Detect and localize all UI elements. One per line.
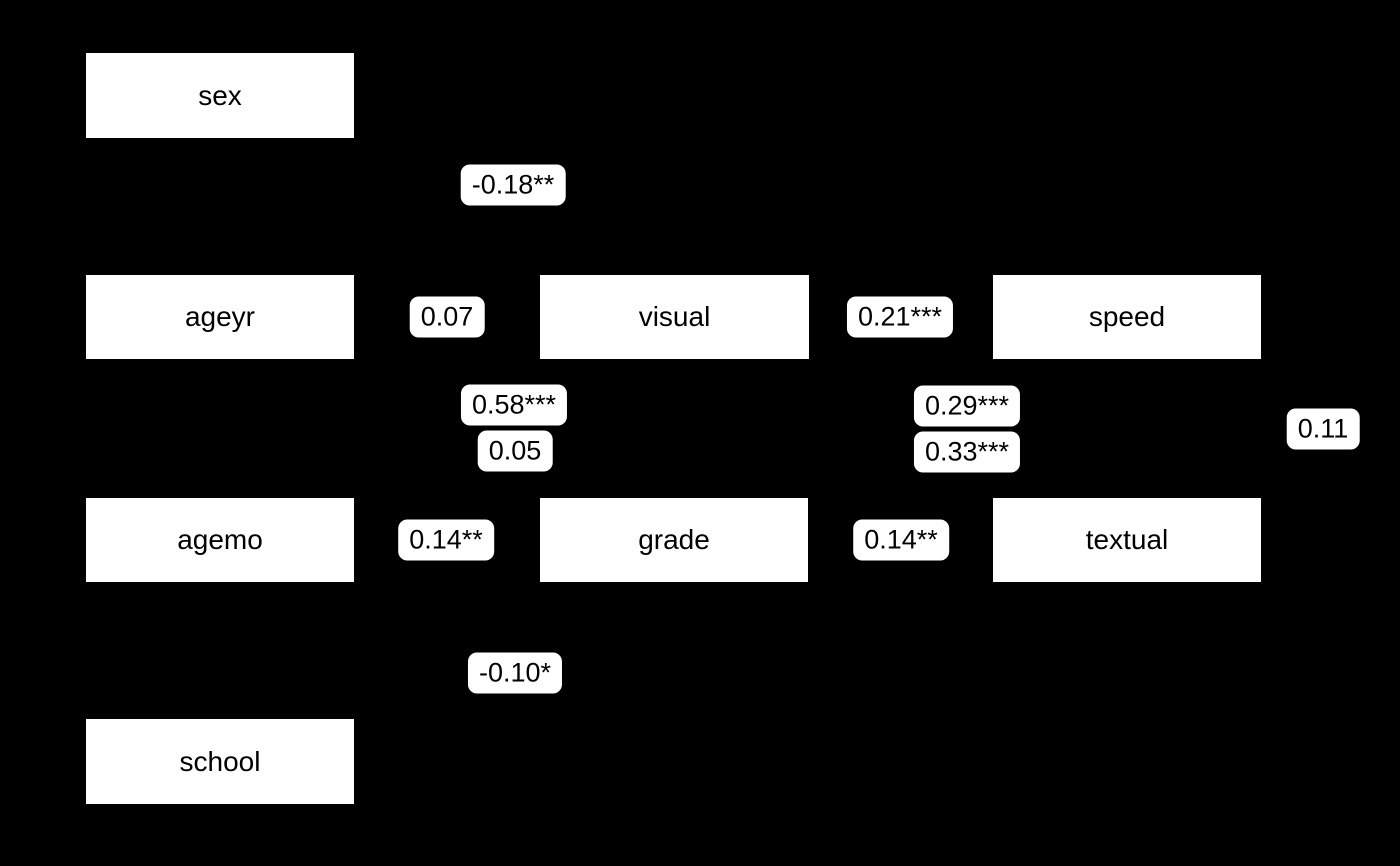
node-grade: grade bbox=[539, 497, 809, 583]
node-school: school bbox=[85, 718, 355, 805]
edge-label-coef-0-58: 0.58*** bbox=[460, 384, 568, 426]
edge-label-coef-0-14-left: 0.14** bbox=[398, 519, 494, 561]
node-sex: sex bbox=[85, 52, 355, 139]
edge-label-coef-0-05: 0.05 bbox=[477, 430, 553, 472]
node-visual: visual bbox=[539, 274, 810, 360]
node-agemo: agemo bbox=[85, 497, 355, 583]
node-speed: speed bbox=[992, 274, 1262, 360]
edge-label-coef-0-33: 0.33*** bbox=[913, 431, 1021, 473]
edge-label-coef-0-07: 0.07 bbox=[409, 296, 485, 338]
edge-label-coef-0-29: 0.29*** bbox=[913, 385, 1021, 427]
edge-label-coef-0-21: 0.21*** bbox=[846, 296, 954, 338]
edge-label-coef-0-11: 0.11 bbox=[1286, 408, 1360, 450]
node-ageyr: ageyr bbox=[85, 274, 355, 360]
edge-label-coef-neg-0-10: -0.10* bbox=[467, 652, 563, 694]
edge-label-coef-neg-0-18: -0.18** bbox=[460, 164, 566, 206]
node-textual: textual bbox=[992, 497, 1262, 583]
edge-label-coef-0-14-right: 0.14** bbox=[853, 519, 949, 561]
